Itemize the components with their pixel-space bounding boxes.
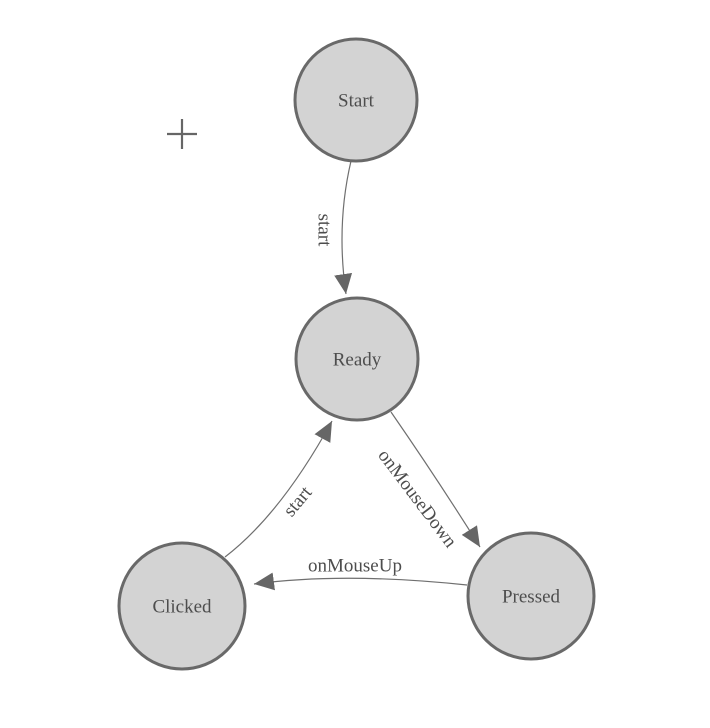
edge-label-ready-to-pressed: onMouseDown <box>373 446 461 553</box>
state-node-start[interactable]: Start <box>293 37 419 163</box>
edge-line-start-to-ready[interactable] <box>334 160 353 295</box>
state-node-start-label: Start <box>338 91 375 112</box>
state-node-clicked-circle[interactable] <box>117 541 247 671</box>
edge-label-start-to-ready: start <box>313 214 334 247</box>
state-node-clicked-label: Clicked <box>152 597 212 618</box>
plus-cursor-icon[interactable] <box>167 119 197 149</box>
edge-label-clicked-to-ready: start <box>279 482 317 521</box>
edge-line-pressed-to-clicked[interactable] <box>253 572 468 591</box>
plus-cursor-strokes[interactable] <box>167 119 197 149</box>
state-node-start-circle[interactable] <box>293 37 419 163</box>
edge-line-clicked-to-ready[interactable] <box>224 420 333 558</box>
state-node-pressed-label: Pressed <box>502 587 561 608</box>
edge-clicked-to-ready: start <box>224 420 333 558</box>
edge-pressed-to-clicked: onMouseUp <box>253 556 468 591</box>
state-node-ready[interactable]: Ready <box>294 296 420 422</box>
state-node-pressed[interactable]: Pressed <box>466 531 596 661</box>
state-node-clicked[interactable]: Clicked <box>117 541 247 671</box>
edge-start-to-ready: start <box>313 160 353 295</box>
state-node-ready-circle[interactable] <box>294 296 420 422</box>
state-node-pressed-circle[interactable] <box>466 531 596 661</box>
state-node-ready-label: Ready <box>333 350 382 371</box>
edge-label-pressed-to-clicked: onMouseUp <box>308 556 402 577</box>
edge-ready-to-pressed: onMouseDown <box>373 411 481 553</box>
edge-line-ready-to-pressed[interactable] <box>390 411 481 548</box>
